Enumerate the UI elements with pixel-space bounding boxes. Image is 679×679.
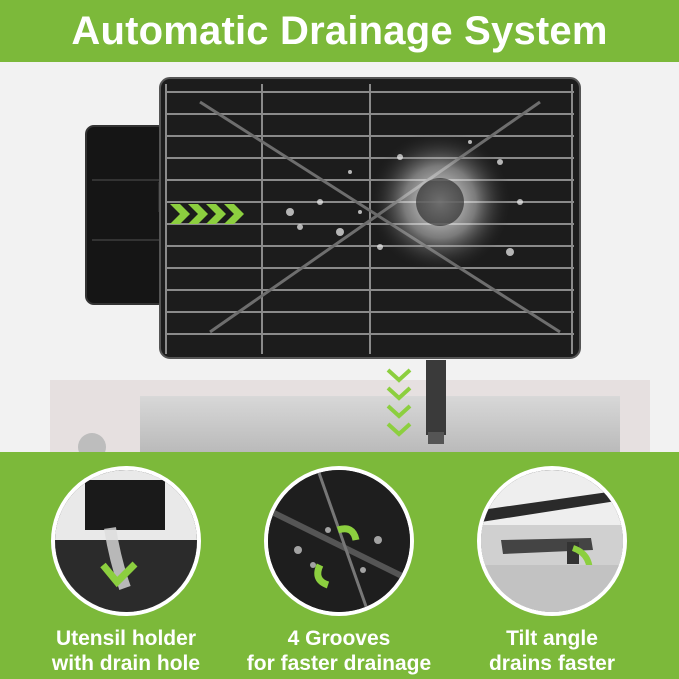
feature-caption: Utensil holder with drain hole [52, 626, 200, 676]
grooves-drainage-icon [264, 466, 414, 616]
feature-caption: 4 Grooves for faster drainage [247, 626, 431, 676]
feature-tilt-angle: Tilt angle drains faster [439, 466, 665, 679]
caption-line-2: drains faster [488, 652, 616, 675]
flow-arrows-icon [170, 204, 244, 224]
drain-spout [426, 360, 446, 435]
caption-line-1: Utensil holder [55, 627, 196, 650]
rack-wires [165, 84, 574, 354]
feature-caption: Tilt angle drains faster [489, 626, 615, 676]
water-splash [286, 140, 523, 256]
feature-utensil-holder: Utensil holder with drain hole [13, 466, 239, 679]
caption-line-2: for faster drainage [246, 652, 432, 675]
caption-line-2: with drain hole [51, 652, 201, 675]
utensil-holder-drain-icon [51, 466, 201, 616]
drying-rack-illustration [50, 77, 650, 452]
product-hero-image [0, 62, 679, 452]
caption-line-1: 4 Grooves [287, 627, 391, 650]
header-banner: Automatic Drainage System [0, 0, 679, 62]
down-arrows-icon [386, 368, 412, 437]
sink-basin [140, 396, 620, 452]
utensil-holder [85, 125, 167, 305]
feature-grooves: 4 Grooves for faster drainage [226, 466, 452, 679]
feature-panel: Utensil holder with drain hole 4 Grooves… [0, 452, 679, 679]
tilt-angle-icon [477, 466, 627, 616]
page-title: Automatic Drainage System [71, 8, 608, 53]
sink-faucet-hole [78, 433, 106, 452]
caption-line-1: Tilt angle [506, 627, 598, 650]
